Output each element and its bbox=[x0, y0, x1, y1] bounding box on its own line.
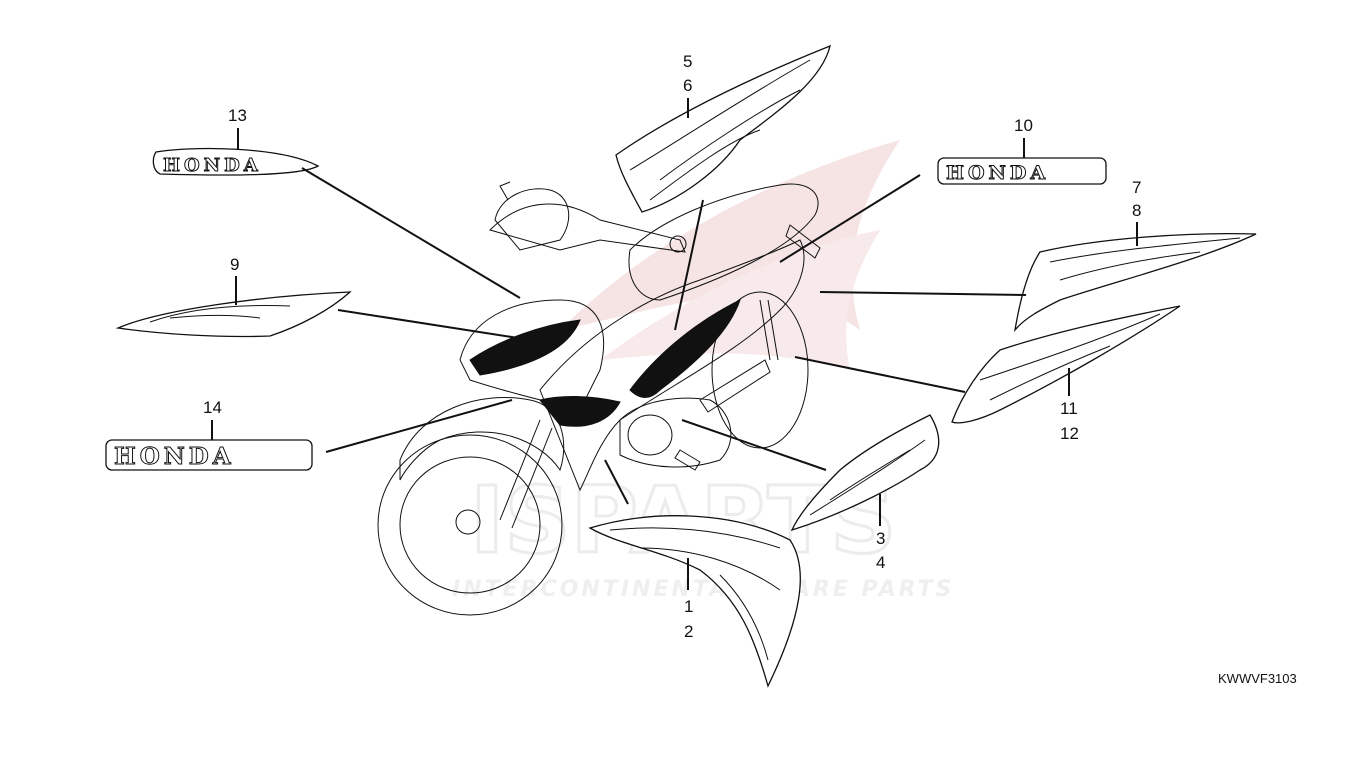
decal-10-honda-emblem: HONDA bbox=[937, 157, 1107, 185]
callout-4: 4 bbox=[876, 553, 885, 572]
callout-13: 13 bbox=[228, 106, 247, 125]
callout-6: 6 bbox=[683, 76, 692, 95]
decal-9-stripe bbox=[115, 291, 352, 338]
applied-stripe-lower bbox=[539, 396, 621, 427]
footrest bbox=[674, 449, 701, 471]
front-fork bbox=[499, 419, 553, 529]
callout-9: 9 bbox=[230, 255, 239, 274]
decal-11-12-stripe bbox=[951, 305, 1181, 424]
headlight-cowl bbox=[494, 188, 570, 251]
engine-cover bbox=[627, 414, 673, 456]
leader-13 bbox=[301, 167, 521, 299]
decal-3-4-inner bbox=[809, 439, 926, 516]
decal-14-shape bbox=[105, 439, 313, 471]
callout-2: 2 bbox=[684, 622, 693, 641]
decal-10-text: HONDA bbox=[946, 162, 1049, 184]
applied-stripe-front bbox=[469, 319, 581, 376]
leader-7-8 bbox=[819, 291, 1027, 296]
decal-9-inner bbox=[149, 305, 291, 323]
decal-11-12-inner bbox=[979, 313, 1161, 401]
decal-10-shape bbox=[937, 157, 1107, 185]
front-fender bbox=[399, 397, 565, 481]
callout-10: 10 bbox=[1014, 116, 1033, 135]
mirror-stalk bbox=[499, 181, 511, 201]
rear-shock bbox=[759, 299, 779, 361]
callout-8: 8 bbox=[1132, 201, 1141, 220]
callout-1: 1 bbox=[684, 597, 693, 616]
leg-shield bbox=[459, 299, 605, 411]
leader-lines bbox=[211, 98, 1138, 590]
decal-7-8-inner bbox=[1049, 237, 1241, 281]
front-wheel-rim bbox=[399, 456, 541, 594]
decal-1-2-inner bbox=[609, 527, 781, 661]
decal-13-shape bbox=[152, 147, 320, 176]
handlebar bbox=[489, 203, 686, 253]
decal-7-8-stripe bbox=[1013, 232, 1257, 333]
decal-5-6-shape bbox=[615, 44, 831, 213]
leader-1-2 bbox=[604, 459, 629, 505]
leader-11-12 bbox=[794, 356, 966, 393]
callout-11: 11 bbox=[1060, 399, 1078, 418]
watermark-sub-text: INTERCONTINENTAL SPARE PARTS bbox=[452, 577, 954, 602]
callout-14: 14 bbox=[203, 398, 222, 417]
handlebar-grip bbox=[669, 235, 687, 253]
front-hub bbox=[455, 509, 481, 535]
decal-3-4-stripe bbox=[790, 414, 940, 532]
leader-10 bbox=[779, 174, 921, 263]
decal-3-4-shape bbox=[790, 414, 940, 532]
decal-13-text: HONDA bbox=[163, 155, 262, 176]
leader-9 bbox=[337, 309, 519, 339]
body-cover bbox=[539, 239, 805, 492]
callout-labels: 13 9 14 5 6 10 7 8 11 12 3 4 1 2 bbox=[203, 52, 1141, 641]
callout-5: 5 bbox=[683, 52, 692, 71]
seat bbox=[628, 183, 819, 301]
decal-1-2-stripe bbox=[588, 515, 801, 688]
swing-arm bbox=[699, 359, 771, 413]
callout-7: 7 bbox=[1132, 178, 1141, 197]
decal-5-6-stripe bbox=[615, 44, 831, 213]
callout-3: 3 bbox=[876, 529, 885, 548]
engine bbox=[619, 397, 732, 468]
leader-3-4 bbox=[681, 419, 827, 471]
decal-9-shape bbox=[115, 291, 352, 338]
applied-stripe-side bbox=[629, 299, 741, 398]
decal-14-text: HONDA bbox=[114, 443, 235, 470]
decal-5-6-inner bbox=[629, 59, 811, 201]
decal-14-honda-emblem: HONDA bbox=[105, 439, 313, 471]
decal-1-2-shape bbox=[588, 515, 801, 688]
callout-12: 12 bbox=[1060, 424, 1079, 443]
leader-14 bbox=[325, 399, 513, 453]
diagram-code: KWWVF3103 bbox=[1218, 671, 1297, 686]
tail-light bbox=[785, 224, 821, 259]
decal-13-honda-emblem: HONDA bbox=[152, 147, 320, 177]
leader-5-6 bbox=[674, 199, 704, 331]
front-wheel bbox=[377, 434, 563, 616]
